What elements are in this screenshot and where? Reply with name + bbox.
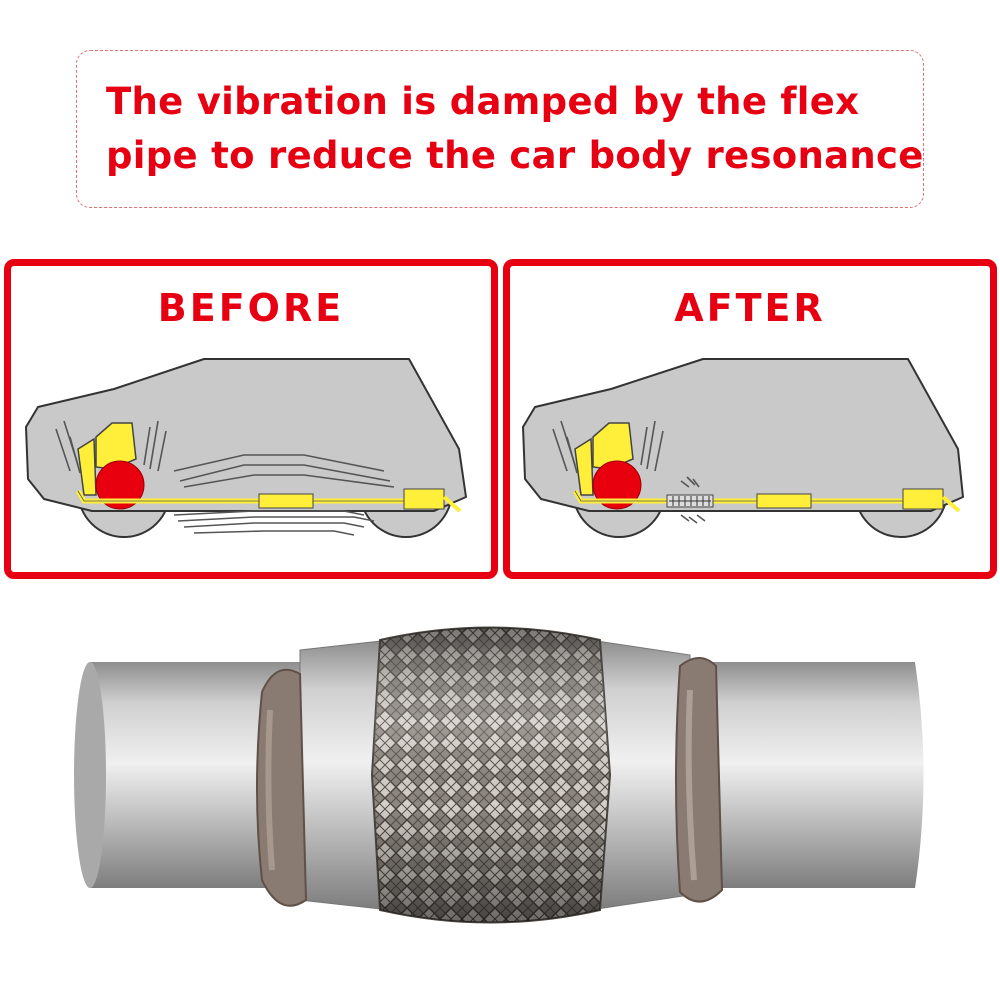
headline-line-1: The vibration is damped by the flex: [106, 80, 860, 123]
catalytic-converter: [756, 493, 812, 509]
muffler: [902, 488, 944, 510]
engine-icon: [95, 460, 145, 510]
after-car-diagram: [522, 358, 964, 538]
after-title: AFTER: [674, 286, 826, 330]
vibration-lines: [55, 420, 395, 536]
flex-pipe-weave: [669, 496, 711, 506]
headline-box: [76, 50, 924, 208]
left-weld-bead: [256, 668, 308, 907]
catalytic-converter: [258, 493, 314, 509]
flex-pipe-photo: [74, 626, 924, 924]
muffler: [403, 488, 445, 510]
before-title: BEFORE: [157, 286, 345, 330]
right-weld-bead: [675, 657, 724, 903]
tail-pipe: [941, 495, 961, 513]
vibration-lines: [552, 420, 706, 524]
before-car-diagram: [25, 358, 467, 538]
engine-icon: [592, 460, 642, 510]
headline-line-2: pipe to reduce the car body resonance: [106, 134, 924, 177]
engine-bracket: [77, 437, 97, 496]
engine-block: [95, 422, 137, 470]
engine-bracket: [574, 437, 594, 496]
tail-pipe: [442, 495, 462, 513]
engine-block: [592, 422, 634, 470]
